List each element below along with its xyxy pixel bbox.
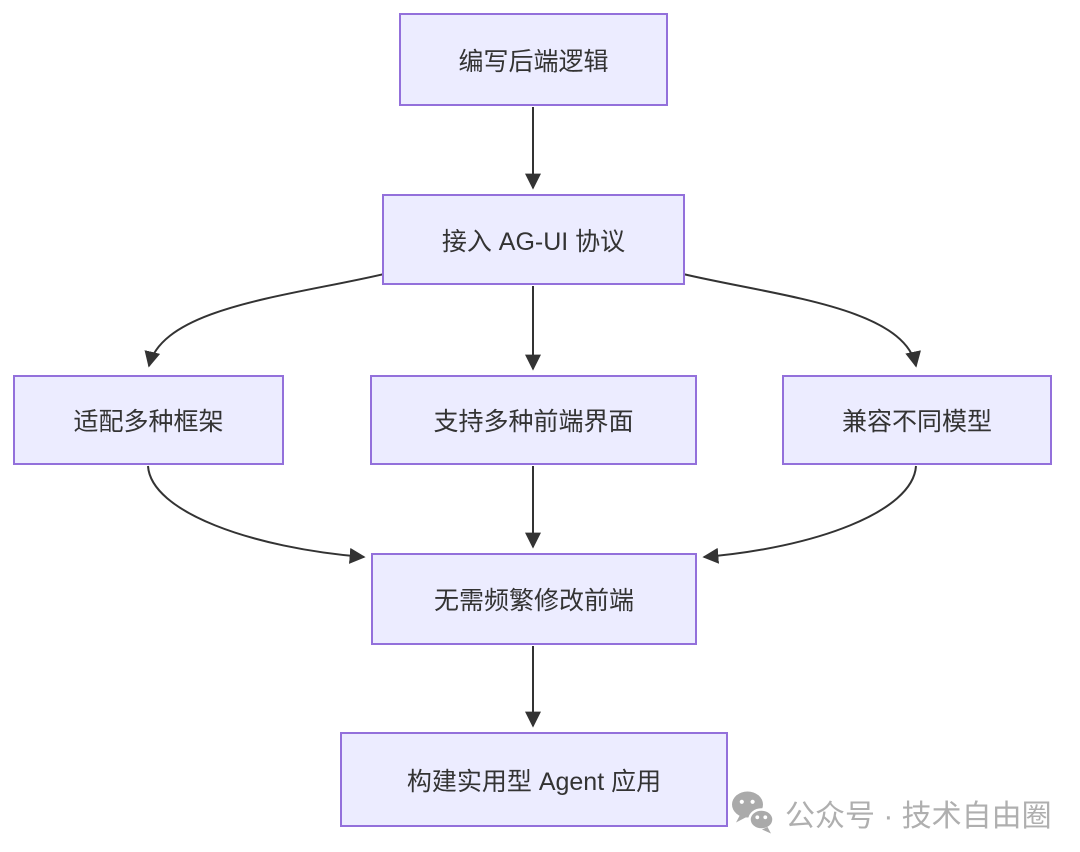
watermark-text: 公众号 · 技术自由圈 — [785, 800, 1052, 833]
watermark: 公众号 · 技术自由圈 — [731, 791, 1052, 835]
wechat-icon — [732, 791, 775, 834]
node-adapt-frameworks: 适配多种框架 — [13, 375, 284, 465]
edge-compatible-models-to-no-rewrites — [702, 465, 917, 564]
node-compatible-models: 兼容不同模型 — [782, 375, 1052, 465]
node-agui-protocol: 接入 AG-UI 协议 — [382, 194, 685, 285]
node-support-frontends: 支持多种前端界面 — [370, 375, 697, 465]
node-no-frontend-rewrites: 无需频繁修改前端 — [371, 553, 697, 645]
node-write-backend-logic: 编写后端逻辑 — [399, 13, 668, 106]
edge-agui-to-adapt-frameworks — [144, 273, 385, 368]
edge-adapt-frameworks-to-no-rewrites — [147, 465, 366, 564]
edge-agui-to-compatible-models — [682, 273, 921, 368]
node-build-agent-app: 构建实用型 Agent 应用 — [340, 732, 728, 827]
